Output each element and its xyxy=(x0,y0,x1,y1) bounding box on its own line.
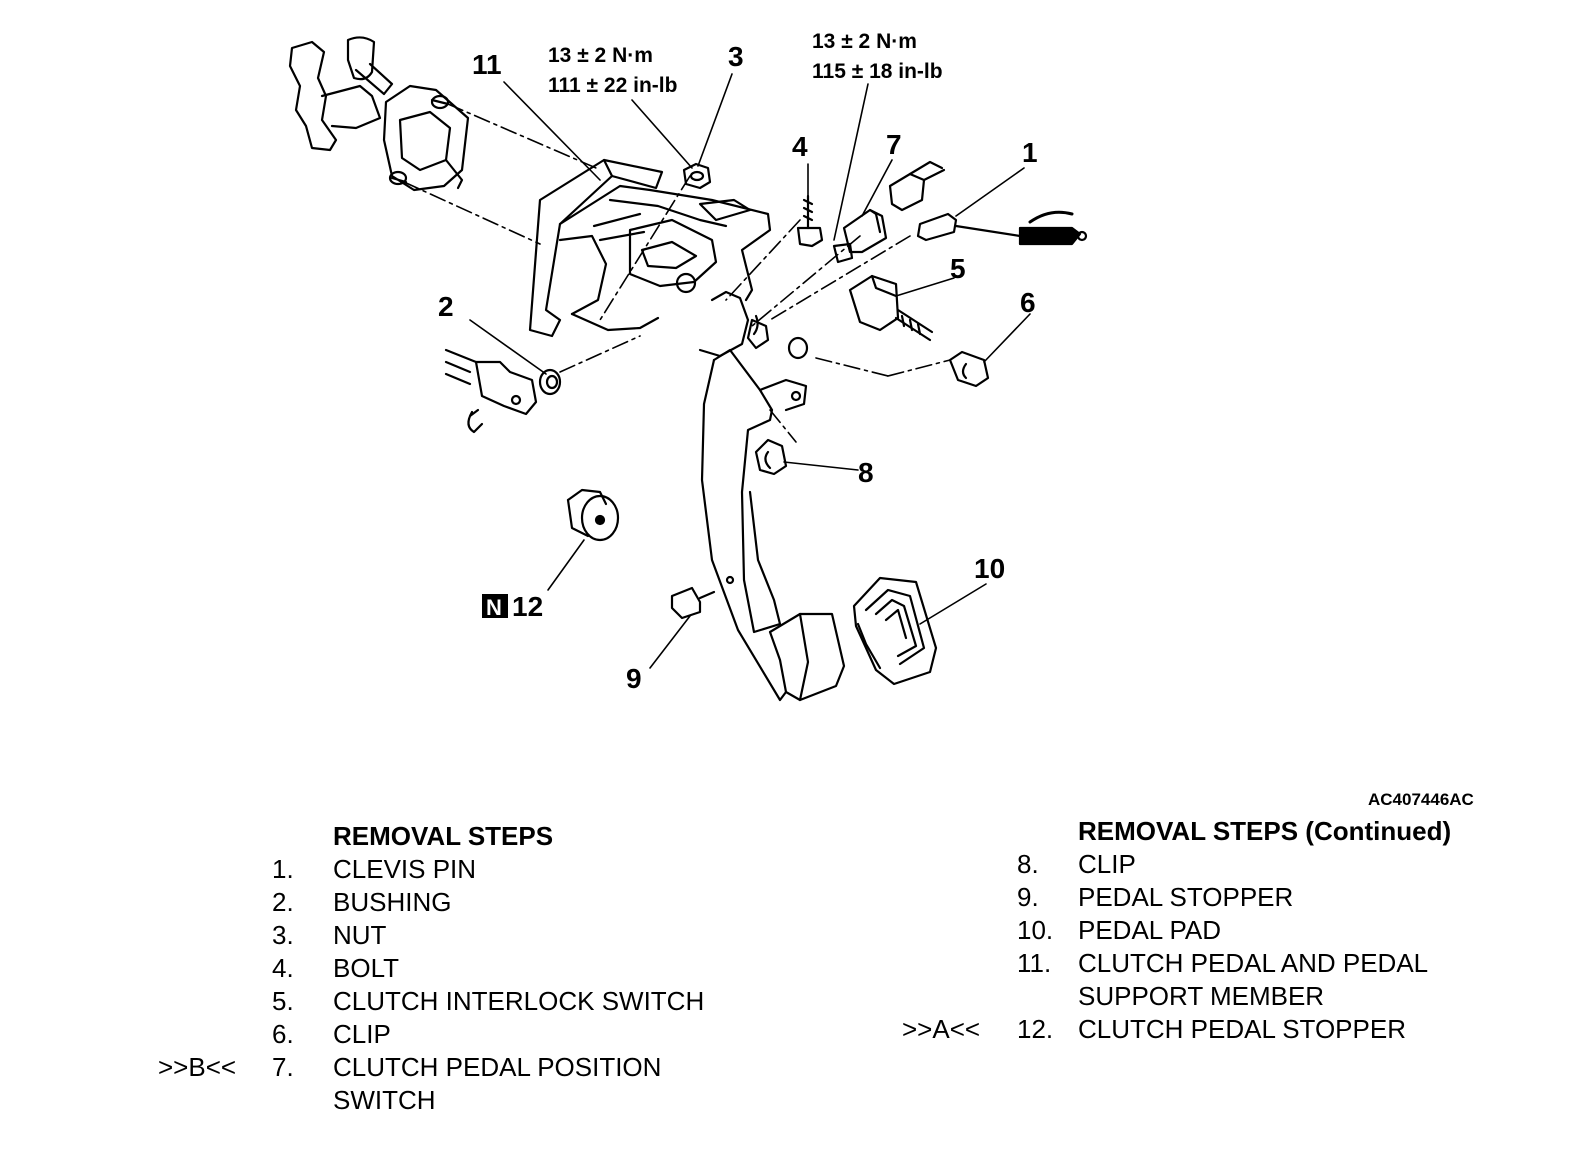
step-number: 2. xyxy=(272,887,294,917)
callout-4: 4 xyxy=(792,131,808,162)
callout-1: 1 xyxy=(1022,137,1038,168)
alignment-lines xyxy=(403,103,951,443)
step-label: CLUTCH PEDAL POSITION xyxy=(333,1052,662,1082)
step-label-continuation: SUPPORT MEMBER xyxy=(1078,981,1325,1011)
position-switch-illustration xyxy=(832,160,946,264)
step-label-continuation: SWITCH xyxy=(333,1085,436,1115)
step-number: 7. xyxy=(272,1052,294,1082)
step-number: 10. xyxy=(1017,915,1054,945)
torque-spec-bolt-imperial: 115 ± 18 in-lb xyxy=(812,60,943,83)
step-number: 8. xyxy=(1017,849,1039,879)
step-label: CLIP xyxy=(333,1019,391,1049)
clutch-pedal-exploded-diagram: 13 ± 2 N·m 111 ± 22 in-lb 13 ± 2 N·m 115… xyxy=(288,30,1088,702)
step-number: 4. xyxy=(272,953,294,983)
callout-10: 10 xyxy=(974,553,1005,584)
step-label: CLUTCH PEDAL STOPPER xyxy=(1078,1014,1406,1044)
step-label: CLEVIS PIN xyxy=(333,854,477,884)
clip-8-illustration xyxy=(754,438,788,476)
step-label: CLIP xyxy=(1078,849,1136,879)
callout-9: 9 xyxy=(626,663,642,694)
torque-spec-bolt-metric: 13 ± 2 N·m xyxy=(812,30,917,53)
clevis-illustration xyxy=(444,348,538,434)
removal-steps-list: REMOVAL STEPS 1. CLEVIS PIN 2. BUSHING 3… xyxy=(0,820,792,1140)
step-label: CLUTCH INTERLOCK SWITCH xyxy=(333,986,705,1016)
step-number: 3. xyxy=(272,920,294,950)
nut-illustration xyxy=(682,162,712,190)
leader-lines xyxy=(469,73,1031,669)
grease-icon xyxy=(1018,210,1088,246)
callout-8: 8 xyxy=(858,457,874,488)
torque-spec-nut-metric: 13 ± 2 N·m xyxy=(548,44,653,67)
removal-steps-continued-title: REMOVAL STEPS (Continued) xyxy=(1078,816,1452,846)
interlock-switch-illustration xyxy=(848,274,934,342)
clutch-pedal-illustration xyxy=(700,348,808,702)
step-label: BUSHING xyxy=(333,887,452,917)
figure-reference-code: AC407446AC xyxy=(1368,790,1474,809)
step-label: BOLT xyxy=(333,953,399,983)
step-number: 1. xyxy=(272,854,294,884)
pedal-face-illustration xyxy=(768,612,846,702)
step-number: 11. xyxy=(1017,948,1052,978)
step-label: PEDAL PAD xyxy=(1078,915,1222,945)
removal-steps-title: REMOVAL STEPS xyxy=(333,821,554,851)
step-label: PEDAL STOPPER xyxy=(1078,882,1294,912)
callout-7: 7 xyxy=(886,129,902,160)
removal-steps-continued-list: REMOVAL STEPS (Continued) 8. CLIP 9. PED… xyxy=(792,815,1584,1075)
new-part-mark: N xyxy=(486,595,502,620)
new-part-badge xyxy=(482,594,508,618)
step-number: 12. xyxy=(1017,1014,1054,1044)
pedal-support-member-illustration xyxy=(528,158,772,358)
step-number: 6. xyxy=(272,1019,294,1049)
clip-illustration xyxy=(948,350,990,388)
procedure-mark: >>A<< xyxy=(902,1014,981,1044)
callout-3: 3 xyxy=(728,41,744,72)
clutch-pedal-stopper-illustration xyxy=(566,488,620,542)
callout-12: 12 xyxy=(512,591,543,622)
callout-6: 6 xyxy=(1020,287,1036,318)
step-number: 9. xyxy=(1017,882,1039,912)
bushing-illustration xyxy=(538,368,562,396)
callout-2: 2 xyxy=(438,291,454,322)
torque-spec-nut-imperial: 111 ± 22 in-lb xyxy=(548,74,677,97)
callout-11: 11 xyxy=(472,49,502,80)
pedal-stopper-illustration xyxy=(670,586,716,620)
step-label: NUT xyxy=(333,920,387,950)
step-label: CLUTCH PEDAL AND PEDAL xyxy=(1078,948,1429,978)
master-cylinder-illustration xyxy=(288,36,470,192)
procedure-mark: >>B<< xyxy=(158,1052,237,1082)
clevis-pin-illustration xyxy=(916,212,1022,242)
callout-5: 5 xyxy=(950,253,966,284)
pedal-pad-illustration xyxy=(852,576,938,686)
step-number: 5. xyxy=(272,986,294,1016)
bolt-illustration xyxy=(796,194,824,248)
